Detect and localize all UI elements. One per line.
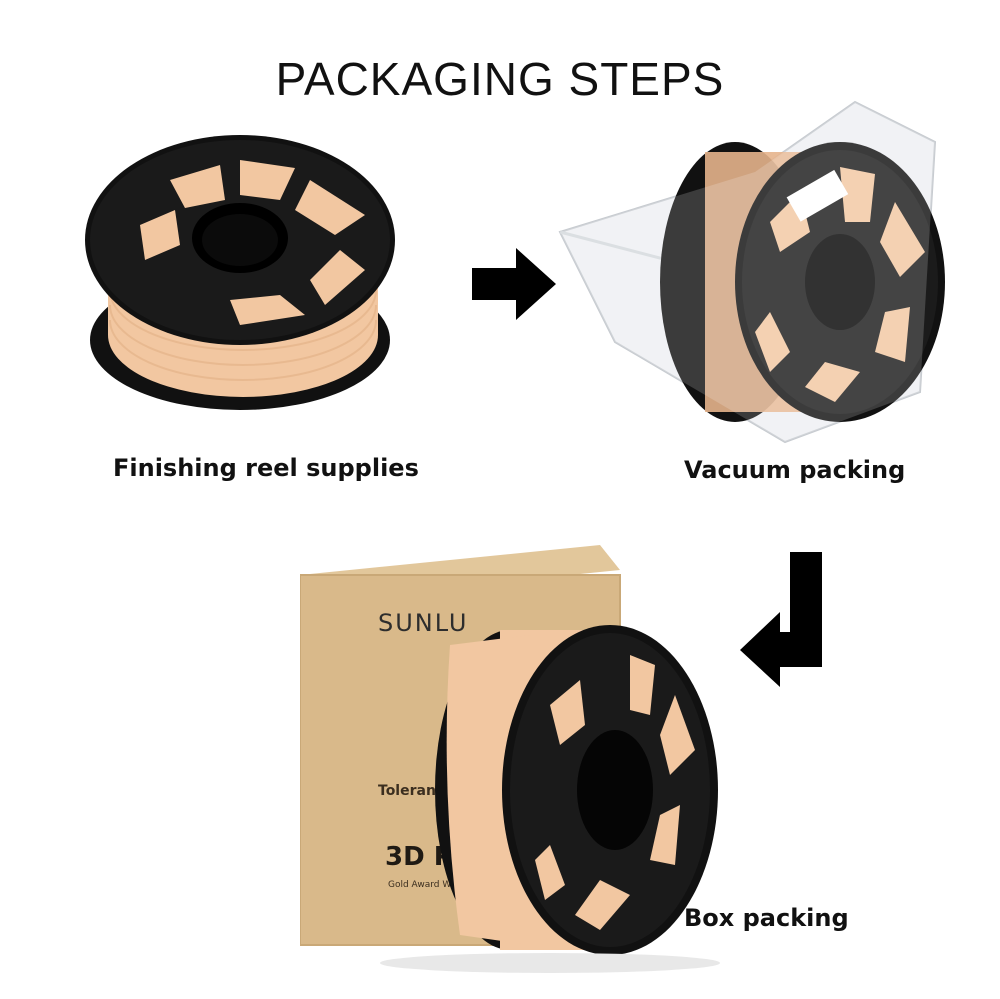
reel-image [80, 120, 410, 420]
box-award-text: Gold Award W [388, 880, 451, 890]
box-tolerance-text: Toleranc [378, 783, 444, 799]
right-arrow-icon [472, 248, 556, 320]
boxed-reel-image: SUNLU Toleranc 3D P Gold Award W [300, 545, 720, 975]
step-3-caption: Box packing [684, 904, 849, 932]
box-brand: SUNLU [378, 609, 469, 637]
step-1-caption: Finishing reel supplies [113, 454, 419, 482]
page-title: PACKAGING STEPS [275, 53, 725, 105]
step-2-caption: Vacuum packing [684, 456, 906, 484]
down-left-arrow-icon [740, 552, 830, 687]
vacuum-reel-image [555, 82, 965, 452]
